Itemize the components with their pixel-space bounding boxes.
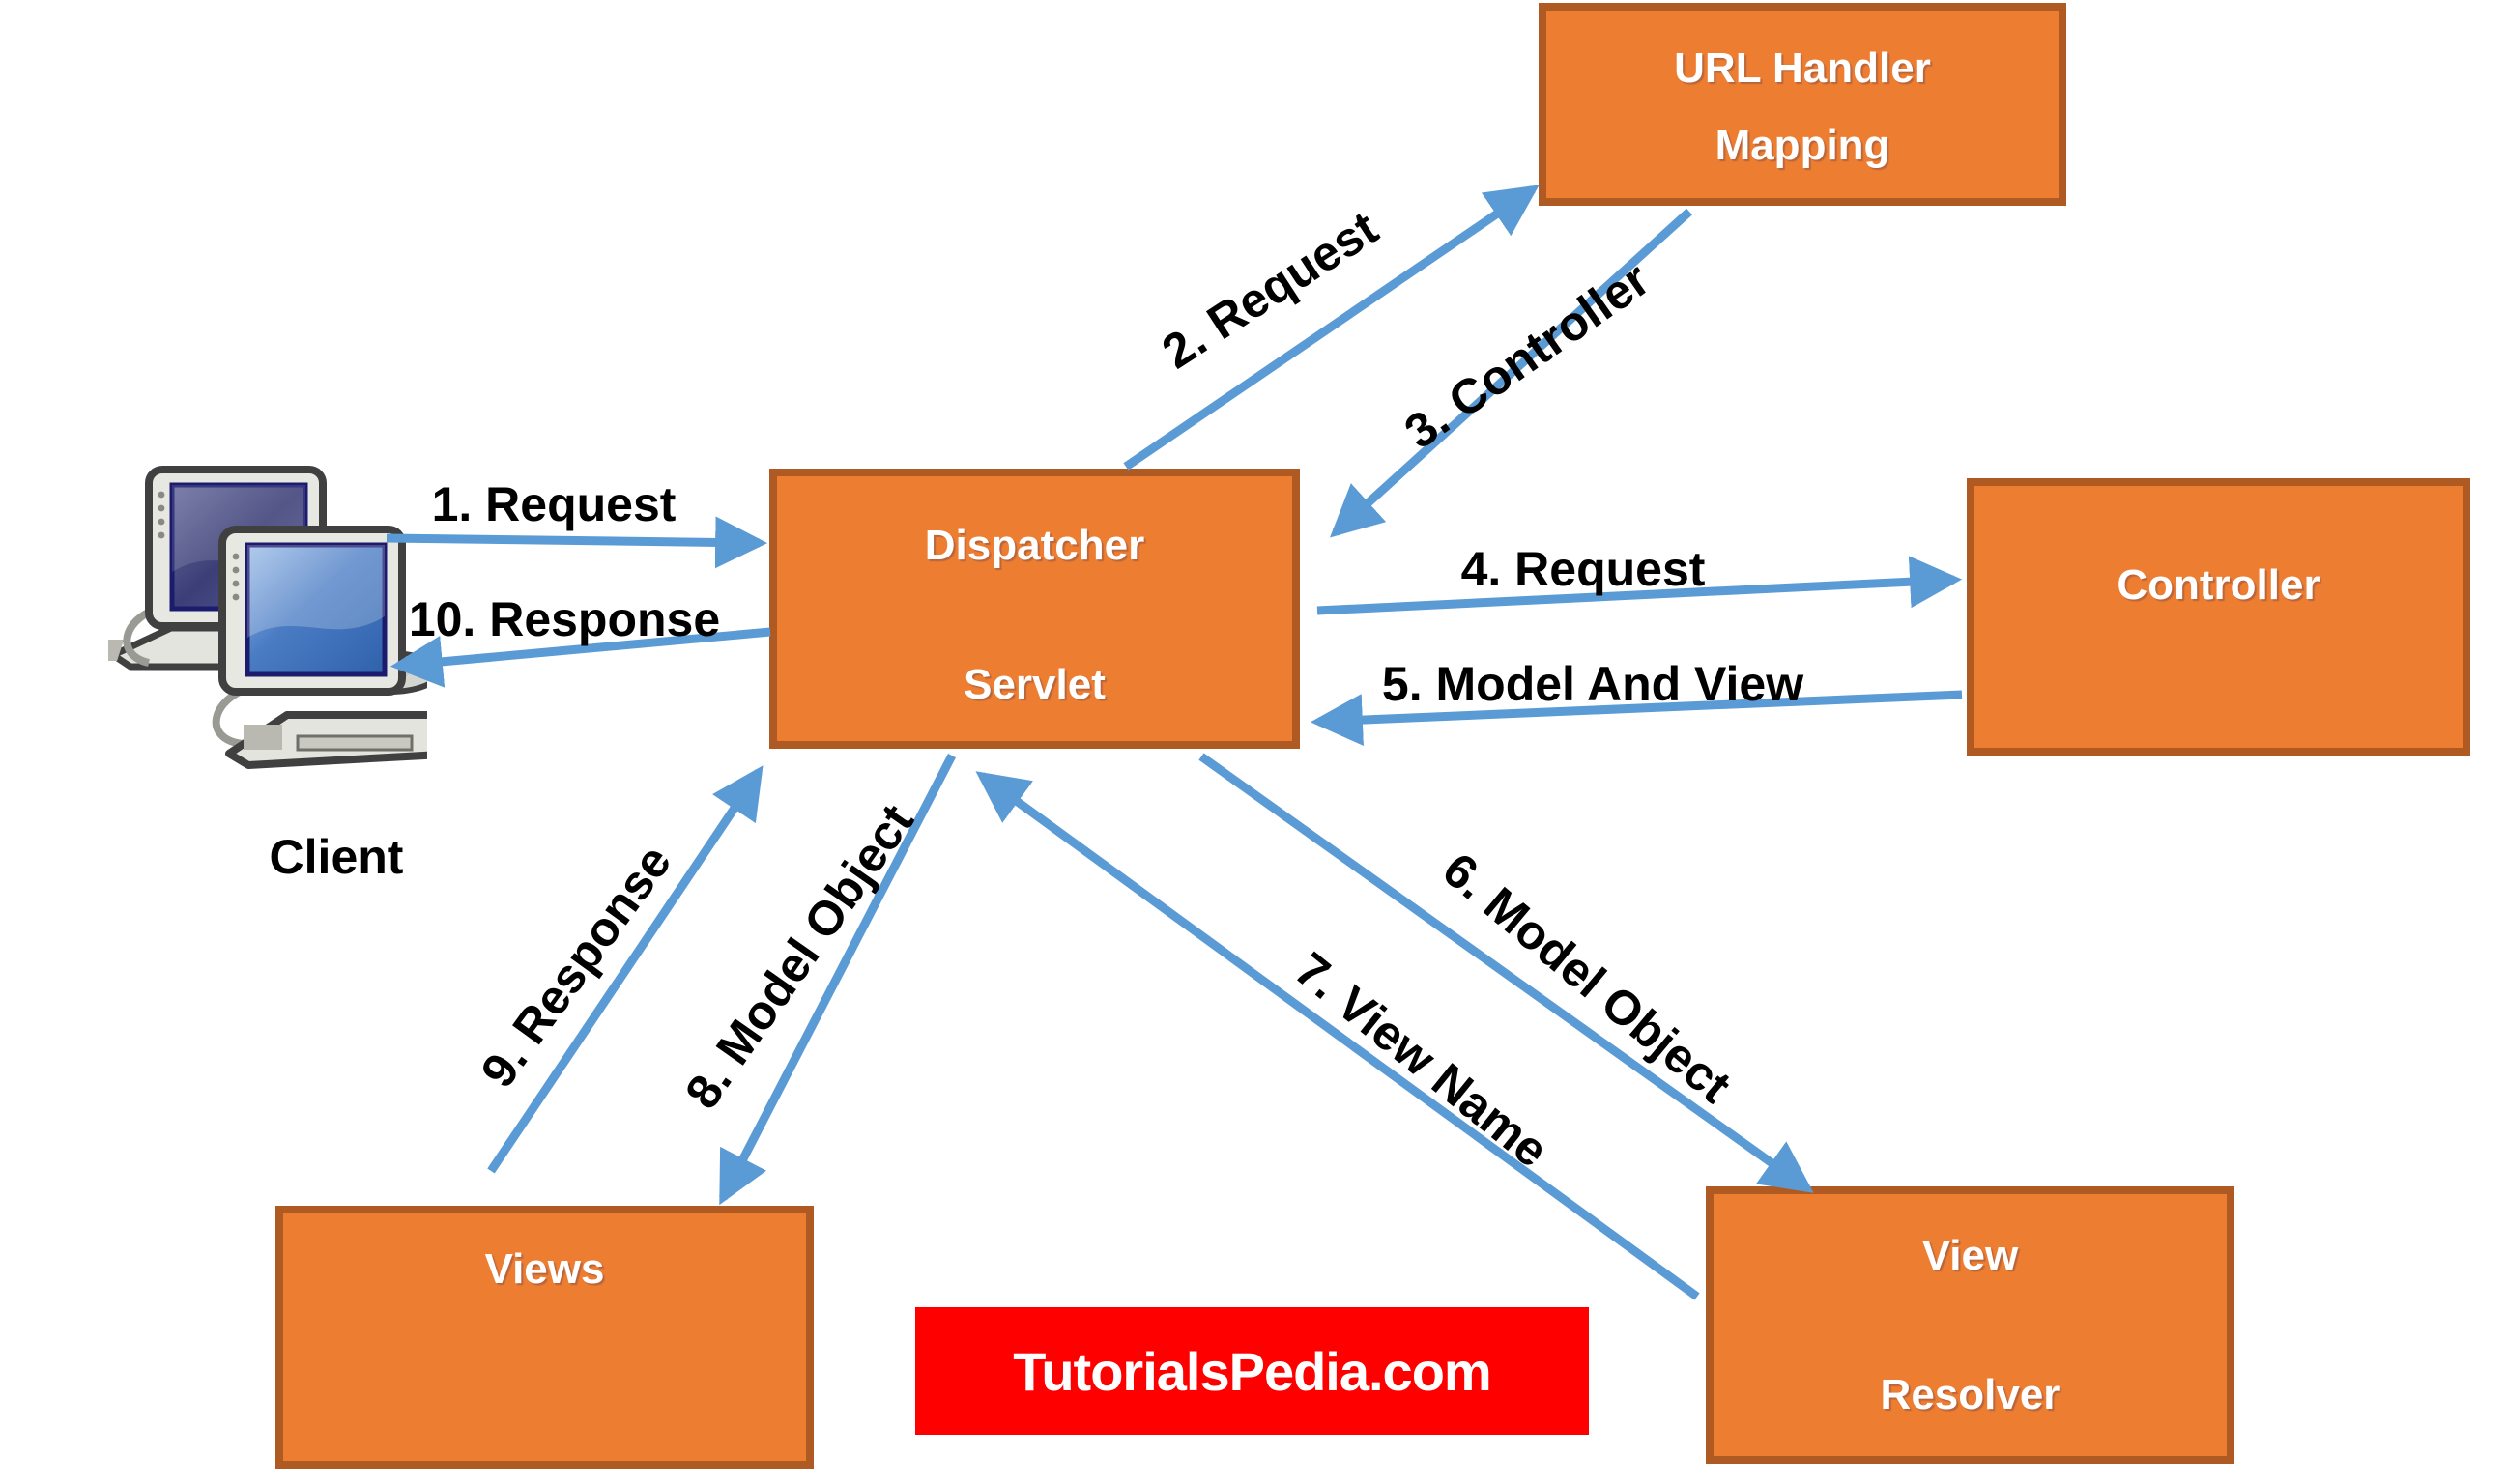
views-box: Views xyxy=(275,1206,814,1469)
box-label: Mapping xyxy=(1715,122,1890,169)
url-handler-mapping-box: URL Handler Mapping xyxy=(1539,3,2066,206)
box-label: Views xyxy=(484,1245,605,1293)
label-step-3: 3. Controller xyxy=(1395,251,1659,460)
label-step-7: 7. View Name xyxy=(1284,941,1559,1179)
label-client: Client xyxy=(269,830,404,884)
label-step-5: 5. Model And View xyxy=(1381,657,1804,711)
label-step-8: 8. Model Object xyxy=(675,794,924,1119)
box-label: View xyxy=(1921,1232,2019,1279)
banner-text: TutorialsPedia.com xyxy=(1013,1340,1491,1402)
controller-box: Controller xyxy=(1967,478,2470,756)
computer-back xyxy=(108,466,327,671)
label-step-10: 10. Response xyxy=(408,592,721,646)
box-label: Controller xyxy=(2117,561,2320,609)
box-label: URL Handler xyxy=(1674,44,1931,92)
box-label: Servlet xyxy=(964,661,1106,708)
box-label: Resolver xyxy=(1880,1371,2060,1418)
computer-front xyxy=(212,526,427,769)
label-step-4: 4. Request xyxy=(1460,542,1706,596)
label-step-9: 9. Response xyxy=(470,835,682,1098)
box-label: Dispatcher xyxy=(924,522,1145,569)
arrow-7-view-name xyxy=(975,771,1700,1300)
view-resolver-box: View Resolver xyxy=(1706,1186,2234,1464)
label-step-1: 1. Request xyxy=(431,477,677,531)
dispatcher-servlet-box: Dispatcher Servlet xyxy=(769,469,1300,749)
arrow-1-request xyxy=(386,516,768,569)
label-step-2: 2. Request xyxy=(1152,200,1388,380)
tutorialspedia-banner: TutorialsPedia.com xyxy=(915,1307,1589,1435)
client-computers-icon xyxy=(108,466,427,769)
